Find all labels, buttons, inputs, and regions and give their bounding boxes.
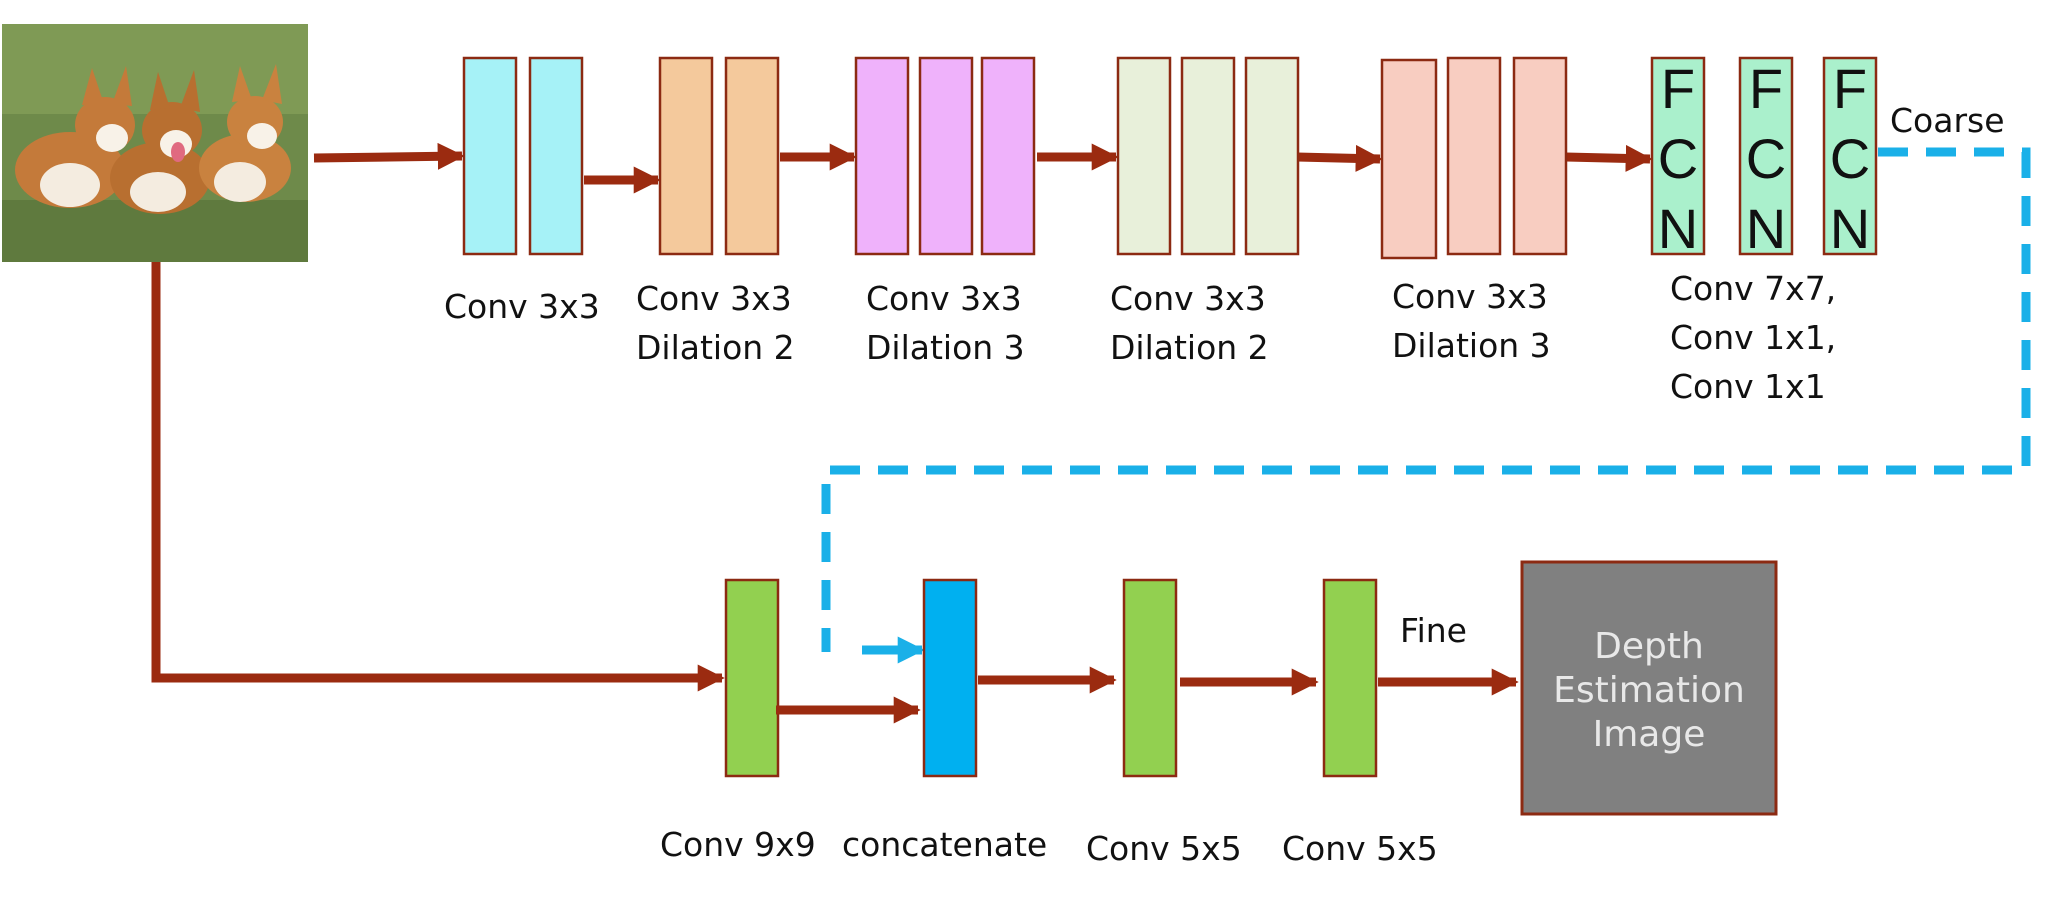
- conv5-layer: [1122, 578, 1178, 778]
- fcn-letter: F: [1749, 57, 1783, 120]
- conv-layer: [1512, 56, 1568, 256]
- conv-layer: [1380, 58, 1438, 260]
- fcn-letter: N: [1830, 197, 1870, 260]
- fcn-letter: N: [1746, 197, 1786, 260]
- conv-layer: [918, 56, 974, 256]
- conv-layer: [854, 56, 910, 256]
- conv-layer: [658, 56, 714, 256]
- conv-layer: [1446, 56, 1502, 256]
- conv-layer: [980, 56, 1036, 256]
- conv2-label: Conv 3x3 Dilation 2: [636, 279, 795, 367]
- concat-layer: [922, 578, 978, 778]
- arrow: [313, 142, 465, 170]
- fcn-letter: C: [1658, 127, 1698, 190]
- coarse-connection: [821, 147, 2031, 652]
- conv-layer: [1116, 56, 1172, 256]
- fcn-block: F C N: [1738, 56, 1794, 260]
- corgi-icon: [110, 70, 210, 214]
- conv9-layer: [724, 578, 780, 778]
- arrow: [1565, 144, 1653, 172]
- depth-estimation-output: Depth Estimation Image: [1520, 560, 1778, 816]
- arrow: [1296, 144, 1383, 172]
- conv-layer: [1180, 56, 1236, 256]
- output-line: Estimation: [1553, 670, 1745, 711]
- coarse-label: Coarse: [1890, 101, 2005, 140]
- fine-label: Fine: [1400, 611, 1467, 650]
- conv-layer: [1244, 56, 1300, 256]
- fcn-letter: F: [1833, 57, 1867, 120]
- fcn-letter: C: [1746, 127, 1786, 190]
- fcn-block: F C N: [1650, 56, 1706, 260]
- output-line: Image: [1593, 714, 1706, 755]
- conv5b-label: Conv 5x5: [1282, 829, 1438, 868]
- conv5-layer: [1322, 578, 1378, 778]
- skip-connection: [151, 262, 725, 692]
- conv3-label: Conv 3x3 Dilation 3: [866, 279, 1025, 367]
- conv5a-label: Conv 5x5: [1086, 829, 1242, 868]
- fcn-block: F C N: [1822, 56, 1878, 260]
- fcn-letter: F: [1661, 57, 1695, 120]
- conv4-label: Conv 3x3 Dilation 2: [1110, 279, 1269, 367]
- output-line: Depth: [1594, 626, 1704, 667]
- concat-label: concatenate: [842, 825, 1048, 864]
- conv5-label: Conv 3x3 Dilation 3: [1392, 277, 1551, 365]
- conv-layer: [462, 56, 518, 256]
- conv-layer: [528, 56, 584, 256]
- fcn-label: Conv 7x7, Conv 1x1, Conv 1x1: [1670, 269, 1837, 406]
- fcn-letter: C: [1830, 127, 1870, 190]
- input-image: [2, 24, 308, 262]
- corgi-icon: [199, 64, 291, 202]
- conv-layer: [724, 56, 780, 256]
- conv1-label: Conv 3x3: [444, 287, 600, 326]
- fcn-letter: N: [1658, 197, 1698, 260]
- corgi-icon: [15, 66, 135, 208]
- conv9-label: Conv 9x9: [660, 825, 816, 864]
